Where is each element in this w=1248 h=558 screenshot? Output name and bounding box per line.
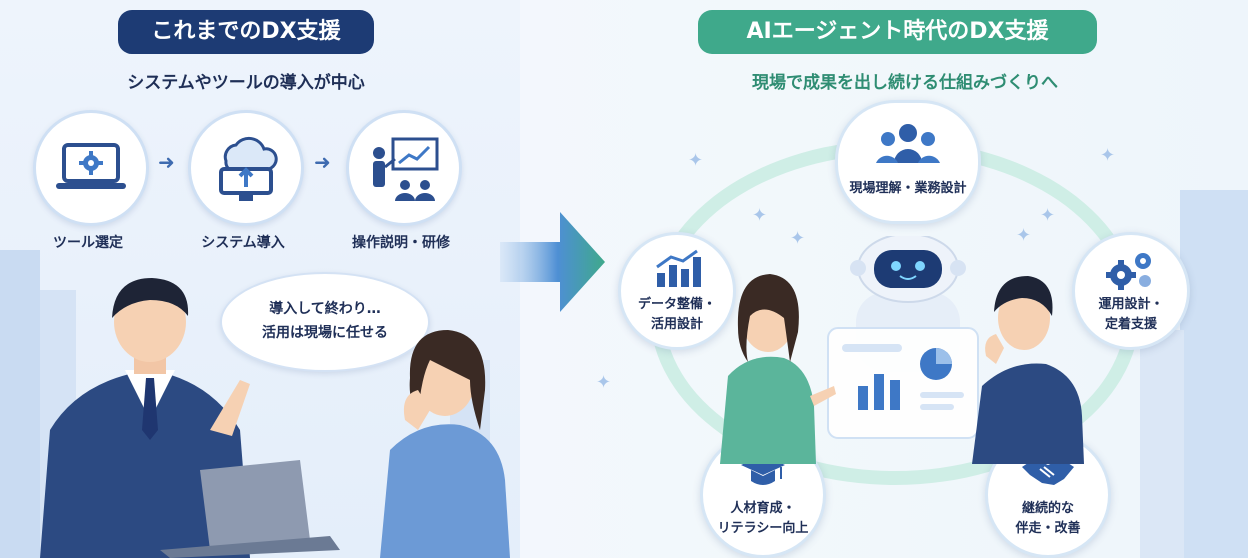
step-training-circle: [346, 110, 462, 226]
building-silhouette: [0, 250, 40, 558]
node-talent-development-line1: 人材育成・: [730, 501, 796, 516]
laptop: [200, 460, 310, 550]
sparkle-icon: ✦: [790, 228, 806, 249]
bubble-text-line1: 導入して終わり…: [269, 301, 381, 317]
node-site-understanding-label: 現場理解・業務設計: [849, 181, 967, 196]
step-arrow-icon: ➜: [158, 150, 175, 174]
consultation-illustration: [40, 278, 510, 558]
building-silhouette: [1140, 330, 1184, 558]
sparkle-icon: ✦: [1040, 205, 1056, 226]
woman-hair: [409, 330, 486, 430]
woman-figure: [720, 274, 836, 464]
step-system-intro-circle: [188, 110, 304, 226]
ai-era-dx-subtitle: 現場で成果を出し続ける仕組みづくりへ: [752, 73, 1058, 93]
cloud-upload-monitor-icon: [219, 136, 278, 201]
ai-era-dx-title: AIエージェント時代のDX支援: [698, 10, 1097, 54]
step-tool-selection-label: ツール選定: [53, 235, 123, 251]
ai-collaboration-illustration: [720, 236, 1084, 464]
node-operation-design-line2: 定着支援: [1104, 317, 1157, 332]
node-operation-design: 運用設計・ 定着支援: [1072, 232, 1190, 350]
man-hair: [112, 278, 189, 318]
transition-arrow-icon: [500, 212, 605, 312]
presentation-icon: [373, 137, 439, 201]
team-icon: [876, 124, 940, 163]
node-data-preparation-line1: データ整備・: [637, 297, 716, 312]
sparkle-icon: ✦: [688, 150, 704, 171]
node-talent-development-line2: リテラシー向上: [717, 521, 809, 536]
legacy-dx-subtitle: システムやツールの導入が中心: [127, 73, 365, 93]
node-continuous-support-line1: 継続的な: [1021, 501, 1074, 516]
step-training-label: 操作説明・研修: [352, 235, 450, 251]
node-operation-design-line1: 運用設計・: [1098, 297, 1164, 312]
sparkle-icon: ✦: [596, 372, 612, 393]
step-tool-selection-circle: [33, 110, 149, 226]
man-figure: [972, 276, 1084, 464]
growth-chart-icon: [656, 249, 701, 287]
woman-cardigan: [380, 424, 510, 558]
dashboard-panel: [827, 327, 979, 439]
gears-icon: [1106, 253, 1151, 290]
building-silhouette: [1180, 190, 1248, 558]
bubble-text-line2: 活用は現場に任せる: [262, 325, 388, 341]
legacy-dx-title: これまでのDX支援: [118, 10, 374, 54]
node-data-preparation-line2: 活用設計: [650, 317, 703, 332]
sparkle-icon: ✦: [1016, 225, 1032, 246]
man-suit: [40, 370, 250, 558]
laptop-gear-icon: [56, 143, 126, 189]
node-data-preparation: データ整備・ 活用設計: [618, 232, 736, 350]
node-continuous-support-line2: 伴走・改善: [1015, 521, 1081, 536]
node-site-understanding: 現場理解・業務設計: [835, 100, 981, 224]
sparkle-icon: ✦: [1100, 145, 1116, 166]
step-system-intro-label: システム導入: [201, 235, 285, 251]
speech-bubble: 導入して終わり… 活用は現場に任せる: [220, 272, 430, 372]
step-arrow-icon: ➜: [314, 150, 331, 174]
sparkle-icon: ✦: [752, 205, 768, 226]
handshake-icon: [1022, 459, 1074, 485]
